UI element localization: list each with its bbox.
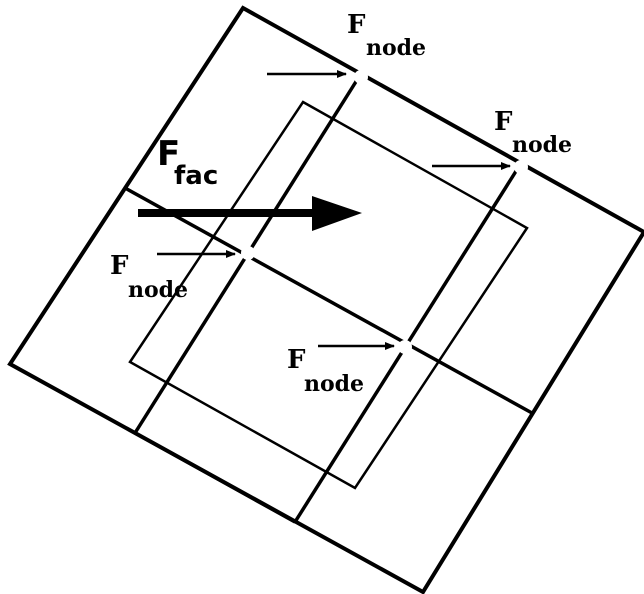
node-force-label-top: Fnode xyxy=(347,10,426,61)
node-marker-top xyxy=(354,70,368,84)
node-force-label-left: Fnode xyxy=(110,251,188,303)
grid-line-horizontal-upper xyxy=(124,186,533,415)
node-marker-right xyxy=(514,160,528,174)
outer-square xyxy=(7,5,644,594)
inner-square xyxy=(128,100,529,490)
node-marker-left xyxy=(241,246,255,260)
node-force-label-right: Fnode xyxy=(494,107,572,158)
face-force-arrowhead xyxy=(312,196,362,231)
grid-line-horizontal-lower xyxy=(134,431,296,524)
node-marker-center xyxy=(398,340,412,354)
